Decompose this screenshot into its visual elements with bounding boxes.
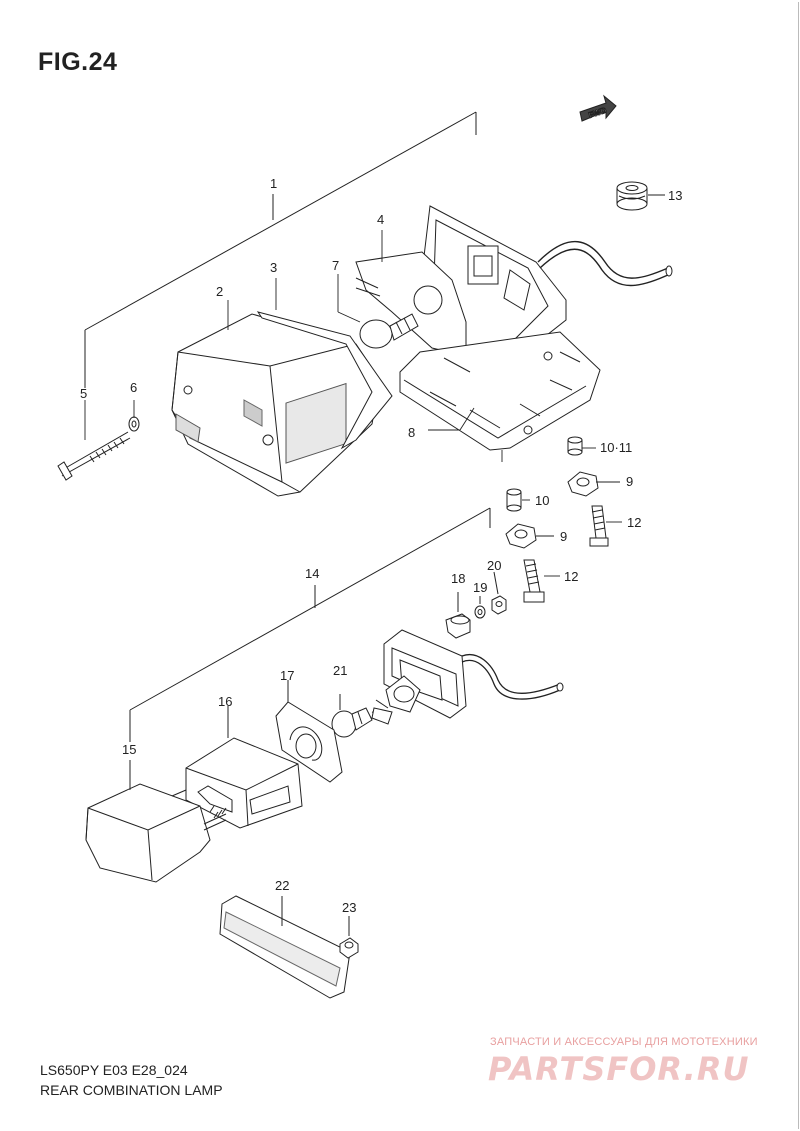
small-bulb-part	[331, 694, 373, 738]
reflector-part	[219, 895, 351, 999]
forward-direction-arrow-icon: FWD	[579, 94, 617, 122]
diagram-caption: REAR COMBINATION LAMP	[40, 1082, 223, 1098]
callout-9-lower: 9	[560, 529, 567, 544]
callout-17: 17	[280, 668, 294, 683]
callout-12-lower: 12	[564, 569, 578, 584]
leader-lines-upper	[84, 194, 665, 577]
bolt-upper-part	[589, 505, 609, 547]
small-washer-part	[474, 596, 486, 619]
callout-10-11: 10·11	[600, 440, 632, 455]
license-lamp-socket-part	[371, 675, 421, 725]
callout-18: 18	[451, 571, 465, 586]
small-nut-part	[491, 571, 507, 615]
callout-7: 7	[332, 258, 339, 273]
rubber-grommet-small-part	[445, 592, 471, 639]
assembly-bracket-1	[84, 111, 477, 388]
license-lamp-housing-part	[85, 783, 227, 883]
callout-20: 20	[487, 558, 501, 573]
callout-16: 16	[218, 694, 232, 709]
callout-14: 14	[305, 566, 319, 581]
callout-2: 2	[216, 284, 223, 299]
grommet-part	[616, 181, 648, 211]
callout-1: 1	[270, 176, 277, 191]
spacer-collar-upper-part	[567, 436, 583, 456]
license-lamp-holder-part	[185, 706, 303, 829]
callout-9-upper: 9	[626, 474, 633, 489]
license-lamp-base-part	[383, 629, 564, 719]
watermark-tagline: ЗАПЧАСТИ И АКСЕССУАРЫ ДЛЯ МОТОТЕХНИКИ	[490, 1036, 758, 1048]
taillight-lens-part	[171, 313, 381, 497]
bulb-part	[359, 313, 419, 349]
callout-6: 6	[130, 380, 137, 395]
callout-labels: 1 2 3 4 5 6 7 8 9 10·11 10 12 9 12 13 14…	[80, 176, 682, 915]
callout-8: 8	[408, 425, 415, 440]
callout-3: 3	[270, 260, 277, 275]
callout-19: 19	[473, 580, 487, 595]
nut-upper-part	[567, 471, 599, 497]
callout-13: 13	[668, 188, 682, 203]
bolt-lower-part	[523, 559, 545, 603]
callout-4: 4	[377, 212, 384, 227]
spacer-collar-lower-part	[506, 488, 522, 512]
mounting-bracket-part	[399, 331, 601, 451]
callout-5: 5	[80, 386, 87, 401]
callout-10: 10	[535, 493, 549, 508]
lens-gasket-part	[256, 311, 393, 450]
callout-21: 21	[333, 663, 347, 678]
diagram-code: LS650PY E03 E28_024	[40, 1062, 188, 1078]
washer-part	[128, 416, 140, 432]
license-lamp-gasket-part	[275, 680, 343, 783]
callout-23: 23	[342, 900, 356, 915]
figure-title: FIG.24	[38, 48, 118, 76]
watermark-logo: PARTSFOR.RU	[488, 1050, 750, 1088]
socket-plate-part	[355, 251, 467, 357]
callout-15: 15	[122, 742, 136, 757]
long-screw-part	[57, 431, 131, 481]
callout-12-upper: 12	[627, 515, 641, 530]
nut-lower-part	[505, 523, 537, 549]
reflector-nut-part	[339, 916, 359, 959]
callout-22: 22	[275, 878, 289, 893]
fwd-label: FWD	[587, 106, 607, 120]
